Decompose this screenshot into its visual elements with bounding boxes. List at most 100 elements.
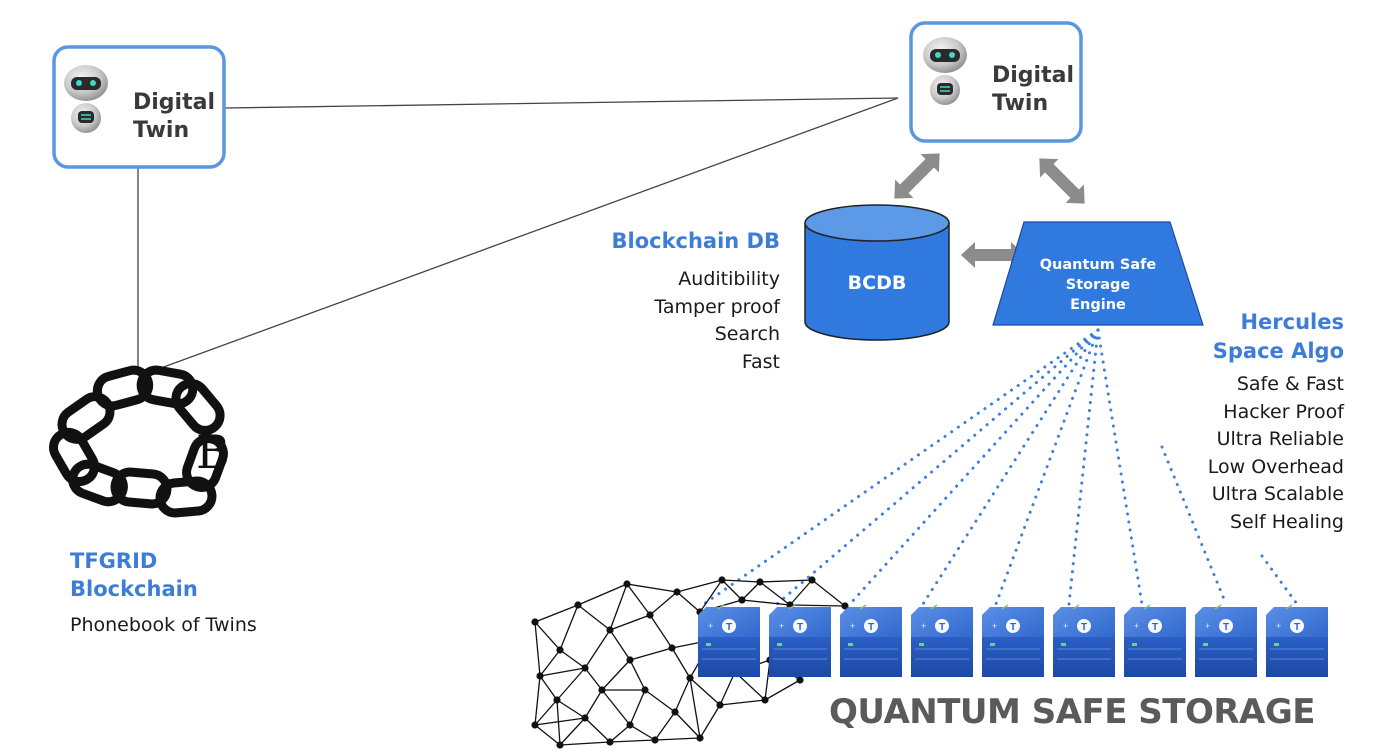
mesh-edge [559, 717, 586, 746]
tf-badge-glyph: T [1010, 622, 1016, 633]
twin-label-line: Twin [992, 91, 1049, 116]
bcdb-feature: Auditibility [678, 268, 780, 290]
mesh-edge [559, 649, 586, 669]
svg-text:+: + [850, 621, 855, 631]
mesh-edge [534, 699, 558, 726]
mesh-node [553, 696, 561, 704]
mesh-node [626, 721, 634, 729]
bcdb-feature: Search [714, 323, 780, 345]
mesh-edge [556, 667, 586, 701]
mesh-edge [609, 724, 631, 743]
hercules-title-line: Space Algo [1212, 339, 1344, 363]
svg-text:+: + [779, 621, 784, 631]
mesh-edge [629, 659, 646, 691]
mesh-edge [699, 579, 723, 613]
mesh-edge [689, 677, 701, 739]
mesh-edge [721, 579, 761, 583]
mesh-edge [626, 583, 651, 616]
mesh-node [606, 626, 614, 634]
dotted-links [702, 328, 1299, 606]
mesh-edge [676, 579, 723, 593]
mesh-node [738, 596, 746, 604]
storage-node-icon: T+ [1053, 604, 1115, 677]
bcdb-feature: Tamper proof [654, 295, 780, 318]
robot-icon [923, 37, 967, 105]
digital-twin-label-left: Digital Twin [133, 89, 215, 145]
engine-label-line: Storage [1065, 277, 1131, 293]
mesh-node [718, 576, 726, 584]
mesh-node [574, 601, 582, 609]
mesh-edge [577, 583, 628, 606]
storage-node-icon: T+ [840, 604, 902, 677]
mesh-edge [741, 599, 791, 606]
mesh-node [598, 686, 606, 694]
mesh-edge [764, 679, 801, 701]
mesh-edge [534, 717, 586, 726]
mesh-edge [699, 704, 721, 739]
mesh-edge [649, 591, 678, 616]
mesh-node [556, 646, 564, 654]
svg-text:+: + [1276, 621, 1281, 631]
digital-twin-label-right: Digital Twin [992, 62, 1074, 118]
mesh-edge [609, 614, 651, 631]
mesh-node [716, 701, 724, 709]
mesh-edge [584, 667, 603, 691]
mesh-edge [759, 581, 791, 606]
mesh-edge [649, 614, 673, 649]
tf-badge-glyph: T [939, 622, 945, 633]
storage-nodes: T+T+T+T+T+T+T+T+T+ [698, 604, 1328, 677]
mesh-edge [559, 741, 611, 746]
twin-label-line: Digital [992, 63, 1074, 88]
storage-node-icon: T+ [1124, 604, 1186, 677]
mesh-edge [577, 604, 611, 631]
mesh-edge [556, 699, 586, 719]
bcdb-feature: Fast [741, 350, 780, 373]
mesh-edge [719, 699, 766, 706]
dotted-link-line [848, 328, 1100, 606]
arrow-twin-engine-icon [1039, 158, 1085, 204]
engine-label-line: Quantum Safe [1039, 257, 1157, 273]
mesh-node [531, 721, 539, 729]
bidirectional-arrows [894, 153, 1085, 268]
twin-to-twin-line [223, 97, 899, 109]
tf-badge-glyph: T [868, 622, 874, 633]
mesh-edge [629, 647, 673, 661]
mesh-edge [601, 689, 631, 726]
mesh-node [696, 734, 704, 742]
mesh-node [623, 580, 631, 588]
mesh-edge [539, 667, 586, 677]
mesh-edge [584, 689, 603, 719]
mesh-edge [609, 629, 631, 661]
hercules-feature: Ultra Reliable [1216, 428, 1344, 450]
hercules-feature: Safe & Fast [1236, 373, 1344, 395]
tf-badge-glyph: T [1294, 622, 1300, 633]
hercules-feature: Low Overhead [1207, 455, 1344, 478]
mesh-edge [654, 711, 676, 741]
tf-badge-glyph: T [1223, 622, 1229, 633]
mesh-edge [626, 583, 678, 593]
tfgrid-subtitle: Phonebook of Twins [70, 614, 257, 636]
mesh-edge [584, 629, 611, 669]
mesh-edge [609, 583, 628, 631]
dotted-link-line [702, 328, 1100, 606]
tf-badge-glyph: T [1152, 622, 1158, 633]
mesh-node [651, 736, 659, 744]
tf-badge-glyph: T [1081, 622, 1087, 633]
hercules-title: Hercules Space Algo [1160, 308, 1344, 366]
dotted-link-line [921, 328, 1100, 606]
svg-text:+: + [1205, 621, 1210, 631]
dotted-link-line [1260, 554, 1299, 606]
dotted-link-line [994, 328, 1100, 606]
mesh-edge [671, 647, 691, 679]
hercules-feature: Ultra Scalable [1211, 483, 1344, 505]
mesh-edge [759, 579, 813, 583]
hercules-title-line: Hercules [1240, 310, 1344, 334]
mesh-edge [584, 717, 611, 743]
mesh-edge [534, 604, 579, 623]
mesh-node [536, 672, 544, 680]
mesh-node [581, 664, 589, 672]
svg-text:+: + [708, 621, 713, 631]
engine-label-line: Engine [1070, 297, 1126, 313]
mesh-node [606, 738, 614, 746]
